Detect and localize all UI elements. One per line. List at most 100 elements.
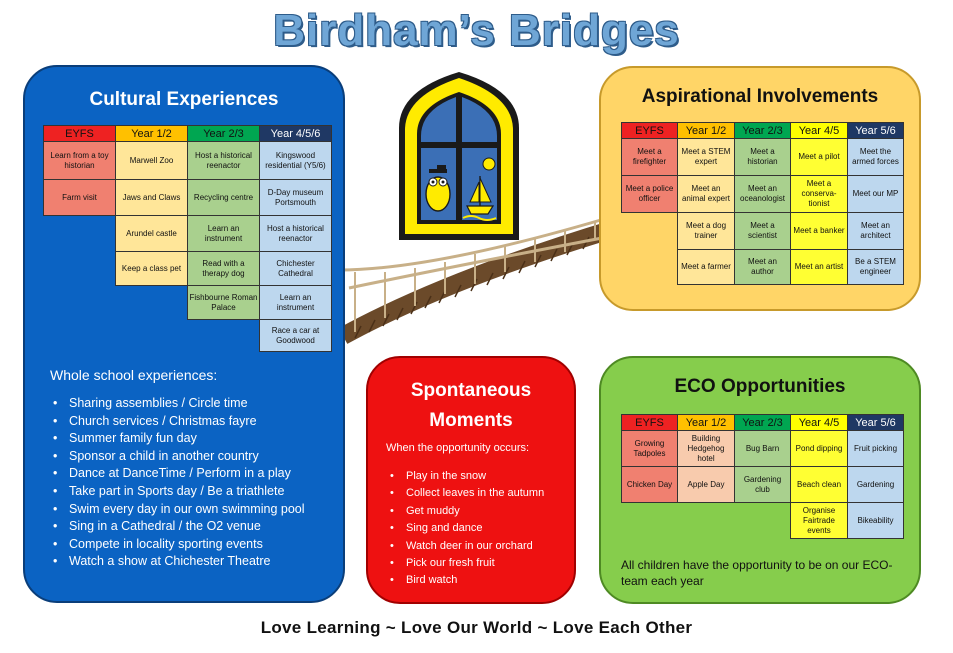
tagline: Love Learning ~ Love Our World ~ Love Ea…: [260, 618, 693, 637]
col-header-year-4-5: Year 4/5: [790, 122, 848, 139]
table-cell: Learn an instrument: [259, 285, 332, 320]
table-cell: Meet a banker: [790, 212, 848, 250]
school-crest-logo: [399, 72, 519, 240]
table-cell: D-Day museum Portsmouth: [259, 179, 332, 216]
col-header-year-2-3: Year 2/3: [734, 414, 791, 431]
eco-footer-text: All children have the opportunity to be …: [621, 558, 893, 588]
table-cell: Meet a firefighter: [621, 138, 678, 176]
cultural-experiences-panel: Cultural Experiences EYFS Year 1/2 Year …: [23, 65, 345, 603]
aspirational-involvements-panel: Aspirational Involvements EYFS Year 1/2 …: [599, 66, 921, 311]
table-cell: Pond dipping: [790, 430, 848, 467]
table-cell: Farm visit: [43, 179, 116, 216]
table-cell: Meet our MP: [847, 175, 904, 213]
empty-cell: [188, 320, 260, 352]
table-cell: Be a STEM engineer: [847, 249, 904, 285]
table-cell: Keep a class pet: [115, 251, 188, 286]
table-cell: Beach clean: [790, 466, 848, 503]
table-cell: Recycling centre: [187, 179, 260, 216]
list-item: Sponsor a child in another country: [49, 448, 305, 466]
list-item: Play in the snow: [386, 468, 544, 486]
list-item: Summer family fun day: [49, 430, 305, 448]
table-cell: Host a historical reenactor: [259, 215, 332, 252]
col-header-year-1-2: Year 1/2: [115, 125, 188, 142]
empty-cell: [622, 213, 678, 250]
cultural-table: EYFS Year 1/2 Year 2/3 Year 4/5/6 Learn …: [43, 125, 332, 352]
table-cell: Arundel castle: [115, 215, 188, 252]
table-cell: Bikeability: [847, 502, 904, 539]
col-header-year-5-6: Year 5/6: [847, 414, 904, 431]
spontaneous-list: Play in the snow Collect leaves in the a…: [386, 468, 544, 590]
table-cell: Meet a police officer: [621, 175, 678, 213]
table-cell: Meet a pilot: [790, 138, 848, 176]
col-header-eyfs: EYFS: [621, 122, 678, 139]
aspirational-table: EYFS Year 1/2 Year 2/3 Year 4/5 Year 5/6…: [621, 122, 904, 285]
list-item: Sharing assemblies / Circle time: [49, 395, 305, 413]
table-cell: Marwell Zoo: [115, 141, 188, 180]
col-header-year-4-5-6: Year 4/5/6: [259, 125, 332, 142]
spontaneous-moments-panel: Spontaneous Moments When the opportunity…: [366, 356, 576, 604]
table-cell: Meet a historian: [734, 138, 791, 176]
list-item: Bird watch: [386, 572, 544, 590]
spontaneous-title-line-1: Spontaneous: [410, 380, 532, 401]
list-item: Watch a show at Chichester Theatre: [49, 553, 305, 571]
col-header-year-2-3: Year 2/3: [187, 125, 260, 142]
whole-school-list: Sharing assemblies / Circle time Church …: [49, 395, 305, 571]
table-cell: Learn an instrument: [187, 215, 260, 252]
empty-cell: [678, 503, 735, 539]
table-cell: Learn from a toy historian: [43, 141, 116, 180]
col-header-year-5-6: Year 5/6: [847, 122, 904, 139]
col-header-year-4-5: Year 4/5: [790, 414, 848, 431]
list-item: Dance at DanceTime / Perform in a play: [49, 465, 305, 483]
rope-bridge-illustration: [338, 212, 624, 344]
table-cell: Fruit picking: [847, 430, 904, 467]
table-cell: Jaws and Claws: [115, 179, 188, 216]
list-item: Sing in a Cathedral / the O2 venue: [49, 518, 305, 536]
table-cell: Meet an animal expert: [677, 175, 735, 213]
table-cell: Chicken Day: [621, 466, 678, 503]
list-item: Get muddy: [386, 503, 544, 521]
table-cell: Apple Day: [677, 466, 735, 503]
table-cell: Gardening club: [734, 466, 791, 503]
empty-cell: [116, 286, 188, 320]
empty-cell: [44, 286, 116, 320]
col-header-eyfs: EYFS: [43, 125, 116, 142]
table-cell: Meet a STEM expert: [677, 138, 735, 176]
page-title: Birdham’s Bridges: [273, 6, 680, 55]
eco-opportunities-panel: ECO Opportunities EYFS Year 1/2 Year 2/3…: [599, 356, 921, 604]
spontaneous-title-line-2: Moments: [429, 410, 513, 431]
col-header-year-1-2: Year 1/2: [677, 414, 735, 431]
empty-cell: [622, 250, 678, 285]
col-header-year-1-2: Year 1/2: [677, 122, 735, 139]
table-cell: Meet the armed forces: [847, 138, 904, 176]
table-cell: Meet an author: [734, 249, 791, 285]
list-item: Pick our fresh fruit: [386, 555, 544, 573]
aspirational-title: Aspirational Involvements: [641, 86, 879, 107]
table-cell: Read with a therapy dog: [187, 251, 260, 286]
table-cell: Meet a scientist: [734, 212, 791, 250]
table-cell: Host a historical reenactor: [187, 141, 260, 180]
empty-cell: [622, 503, 678, 539]
table-cell: Fishbourne Roman Palace: [187, 285, 260, 320]
list-item: Collect leaves in the autumn: [386, 485, 544, 503]
table-cell: Meet a conserva-tionist: [790, 175, 848, 213]
empty-cell: [44, 216, 116, 252]
table-cell: Kingswood residential (Y5/6): [259, 141, 332, 180]
spontaneous-subheading: When the opportunity occurs:: [386, 442, 530, 454]
list-item: Sing and dance: [386, 520, 544, 538]
table-cell: Meet an artist: [790, 249, 848, 285]
table-cell: Gardening: [847, 466, 904, 503]
empty-cell: [44, 320, 116, 352]
table-cell: Meet an oceanologist: [734, 175, 791, 213]
list-item: Watch deer in our orchard: [386, 538, 544, 556]
table-cell: Growing Tadpoles: [621, 430, 678, 467]
list-item: Church services / Christmas fayre: [49, 413, 305, 431]
table-cell: Meet a dog trainer: [677, 212, 735, 250]
table-cell: Building Hedgehog hotel: [677, 430, 735, 467]
empty-cell: [116, 320, 188, 352]
cultural-title: Cultural Experiences: [89, 89, 279, 110]
empty-cell: [735, 503, 791, 539]
empty-cell: [44, 252, 116, 286]
table-cell: Chichester Cathedral: [259, 251, 332, 286]
whole-school-heading: Whole school experiences:: [50, 367, 218, 383]
spontaneous-title: Spontaneous Moments: [368, 376, 574, 436]
